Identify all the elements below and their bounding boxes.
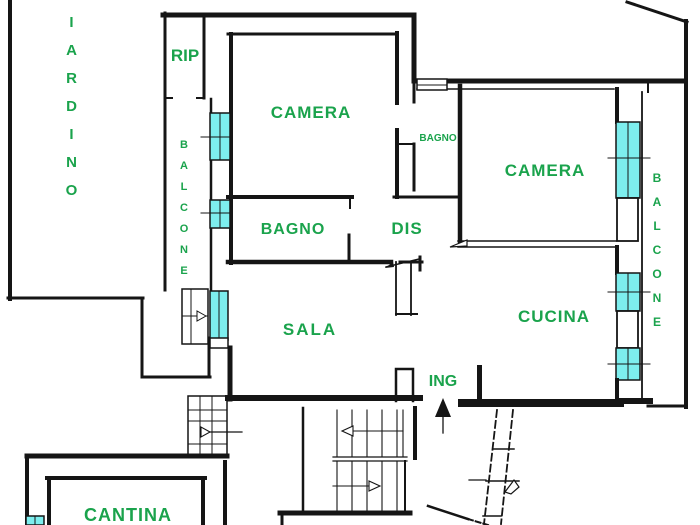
room-label-giardino: GIARDINO	[63, 0, 80, 210]
camera-cucina-wall	[449, 239, 617, 399]
room-label-ing: ING	[428, 373, 458, 390]
room-label-sala: SALA	[282, 320, 338, 339]
cantina-walls	[24, 453, 230, 525]
room-label-camera-north: CAMERA	[270, 103, 352, 122]
north-rooms-walls	[226, 31, 463, 244]
door-swing-mark	[504, 478, 520, 495]
stair-arrow-right	[200, 426, 212, 438]
entrance-arrow-icon	[435, 398, 451, 434]
main-staircase	[277, 406, 417, 525]
exterior-dashed-path	[426, 409, 520, 525]
room-label-balcone-east: BALCONE	[650, 171, 664, 339]
room-label-camera-east: CAMERA	[504, 161, 586, 180]
room-label-cucina: CUCINA	[517, 307, 591, 326]
room-label-balcone-west: BALCONE	[178, 139, 190, 286]
west-stairs	[187, 395, 243, 457]
room-label-bagno-small: BAGNO	[419, 133, 457, 144]
stair-arrow-up	[340, 425, 354, 437]
exterior-walls	[160, 0, 689, 409]
west-windows	[181, 112, 232, 349]
rip-balcony-walls	[163, 11, 233, 294]
stair-arrow-down	[368, 480, 382, 492]
door-leaf-camera	[449, 239, 468, 248]
garden-walls	[6, 0, 212, 379]
room-label-dis: DIS	[391, 219, 423, 238]
center-walls	[225, 233, 424, 403]
room-label-cantina: CANTINA	[84, 505, 172, 525]
east-windows	[607, 87, 651, 405]
room-label-rip: RIP	[170, 46, 200, 65]
wall-stub	[477, 365, 482, 399]
room-label-bagno: BAGNO	[260, 221, 326, 238]
